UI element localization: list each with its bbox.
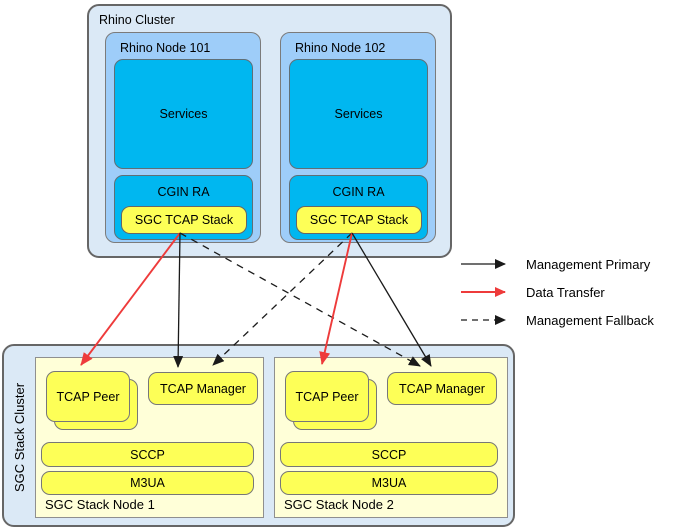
sgc-tcap-stack-label: SGC TCAP Stack [309,213,409,227]
tcap-peer-label: TCAP Peer [295,389,359,404]
sgc-stack-cluster-label-wrap: SGC Stack Cluster [4,346,36,529]
sgc-stack-node-1-box: TCAP Peer TCAP Manager SCCP M3UA SGC Sta… [35,357,264,518]
rhino-node-101-label: Rhino Node 101 [120,41,211,55]
sgc-node-2-tcap-peer-box: TCAP Peer [285,371,369,422]
rhino-node-101-box: Rhino Node 101 Services CGIN RA SGC TCAP… [105,32,261,243]
management-fallback-arrow-icon [461,315,506,325]
cgin-ra-label: CGIN RA [157,185,210,199]
rhino-node-101-services-box: Services [114,59,253,169]
sgc-node-2-m3ua-box: M3UA [280,471,498,495]
sgc-node-1-m3ua-box: M3UA [41,471,254,495]
tcap-manager-label: TCAP Manager [399,381,485,396]
sgc-stack-node-2-label: SGC Stack Node 2 [284,497,394,512]
sccp-label: SCCP [130,447,165,462]
legend-label: Data Transfer [526,284,605,300]
rhino-node-102-label: Rhino Node 102 [295,41,386,55]
sgc-stack-cluster-label: SGC Stack Cluster [12,382,28,493]
sgc-node-1-tcap-peer-box: TCAP Peer [46,371,130,422]
sgc-node-1-tcap-manager-box: TCAP Manager [148,372,258,405]
sgc-tcap-stack-label: SGC TCAP Stack [134,213,234,227]
sgc-stack-node-2-box: TCAP Peer TCAP Manager SCCP M3UA SGC Sta… [274,357,508,518]
data-transfer-arrow-icon [461,287,506,297]
services-label: Services [334,107,383,121]
legend-label: Management Fallback [526,312,654,328]
m3ua-label: M3UA [371,476,407,490]
sccp-label: SCCP [371,447,407,462]
sgc-stack-node-1-label: SGC Stack Node 1 [45,497,155,512]
rhino-cluster-label: Rhino Cluster [99,13,175,27]
legend-label: Management Primary [526,256,651,272]
legend-item-management-fallback: Management Fallback [459,306,654,334]
rhino-node-102-sgc-tcap-stack-box: SGC TCAP Stack [296,206,422,234]
rhino-cluster-box: Rhino Cluster Rhino Node 101 Services CG… [87,4,452,258]
services-label: Services [159,107,208,121]
legend: Management Primary Data Transfer [459,250,654,334]
rhino-node-101-cgin-ra-box: CGIN RA SGC TCAP Stack [114,175,253,240]
rhino-node-102-cgin-ra-box: CGIN RA SGC TCAP Stack [289,175,428,240]
m3ua-label: M3UA [130,476,165,490]
sgc-node-2-sccp-box: SCCP [280,442,498,467]
sgc-node-1-sccp-box: SCCP [41,442,254,467]
rhino-node-102-services-box: Services [289,59,428,169]
sgc-stack-cluster-box: SGC Stack Cluster TCAP Peer TCAP Manager… [2,344,515,527]
sgc-node-2-tcap-manager-box: TCAP Manager [387,372,497,405]
tcap-manager-label: TCAP Manager [160,381,246,396]
management-primary-arrow-icon [461,259,506,269]
legend-item-management-primary: Management Primary [459,250,654,278]
tcap-peer-label: TCAP Peer [56,389,120,404]
rhino-node-101-sgc-tcap-stack-box: SGC TCAP Stack [121,206,247,234]
rhino-node-102-box: Rhino Node 102 Services CGIN RA SGC TCAP… [280,32,436,243]
legend-item-data-transfer: Data Transfer [459,278,654,306]
cgin-ra-label: CGIN RA [332,185,385,199]
